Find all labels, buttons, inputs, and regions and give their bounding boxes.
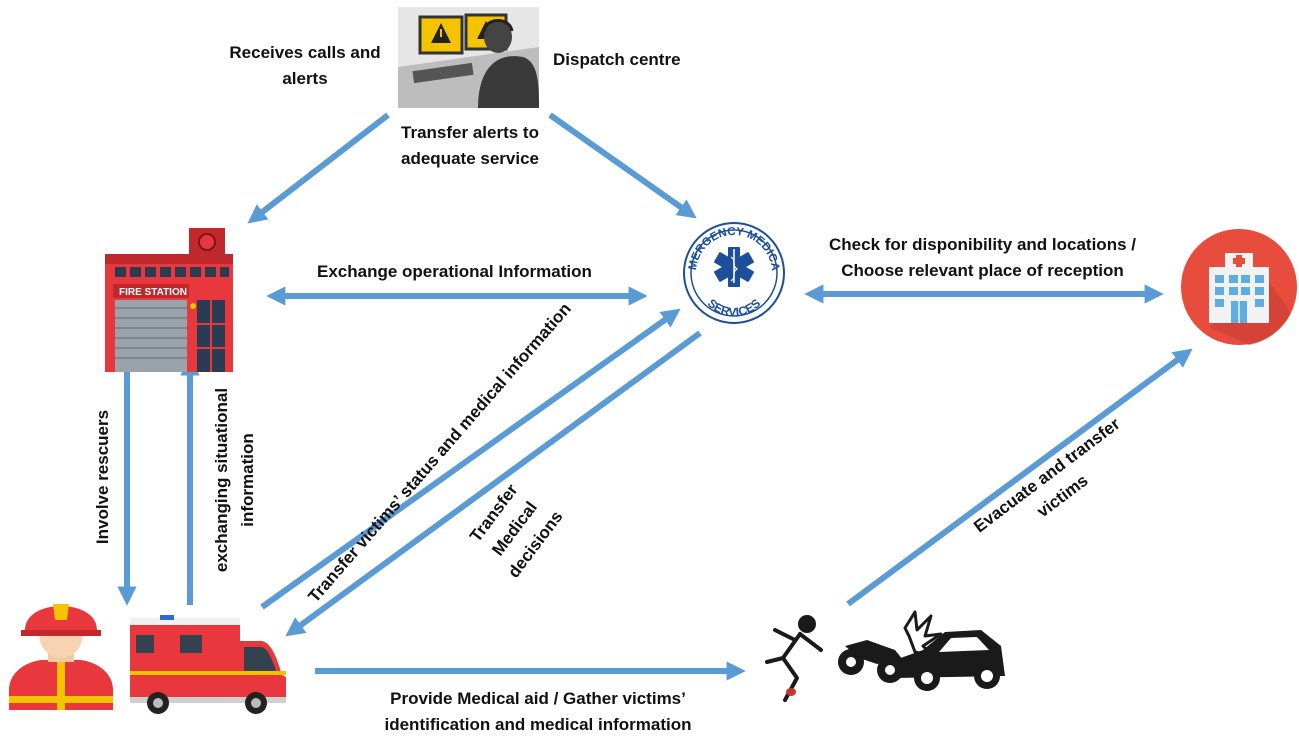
- arrow-ems-to-ambulance: [285, 330, 702, 637]
- arrow-dispatch-to-ems: [548, 112, 697, 219]
- hospital-icon: [1181, 229, 1297, 345]
- motorbike-icon: [838, 640, 903, 683]
- label-dispatch-centre: Dispatch centre: [553, 50, 681, 69]
- arrow-dispatch-to-fire: [247, 112, 390, 224]
- operator-monitor-icon: [398, 7, 539, 108]
- fire-ambulance-icon: [130, 615, 286, 714]
- ems-bottom-text: SERVICES: [705, 296, 763, 319]
- label-receives-calls: Receives calls and alerts: [229, 43, 381, 88]
- svg-text:SERVICES: SERVICES: [705, 296, 763, 319]
- car-icon: [895, 630, 1005, 691]
- label-transfer-alerts: Transfer alerts to adequate service: [401, 123, 539, 168]
- fire-station-icon: FIRE STATION: [105, 228, 233, 372]
- label-exchange-operational: Exchange operational Information: [317, 262, 592, 281]
- firefighter-icon: [9, 604, 113, 710]
- impact-burst-icon: [903, 610, 943, 658]
- crash-scene-icon: [765, 610, 1005, 702]
- arrow-scene-to-hospital: [846, 348, 1193, 607]
- fire-station-sign: FIRE STATION: [119, 287, 187, 298]
- label-exchanging-situational: exchanging situational information: [212, 387, 257, 573]
- ems-logo: EMERGENCY MEDICAL SERVICES: [683, 222, 785, 324]
- label-check-disponibility: Check for disponibility and locations / …: [829, 235, 1136, 280]
- label-involve-rescuers: Involve rescuers: [93, 409, 112, 545]
- arrows: [117, 112, 1193, 681]
- label-provide-medical-aid: Provide Medical aid / Gather victims’ id…: [384, 689, 692, 734]
- arrow-ambulance-to-ems: [260, 308, 681, 610]
